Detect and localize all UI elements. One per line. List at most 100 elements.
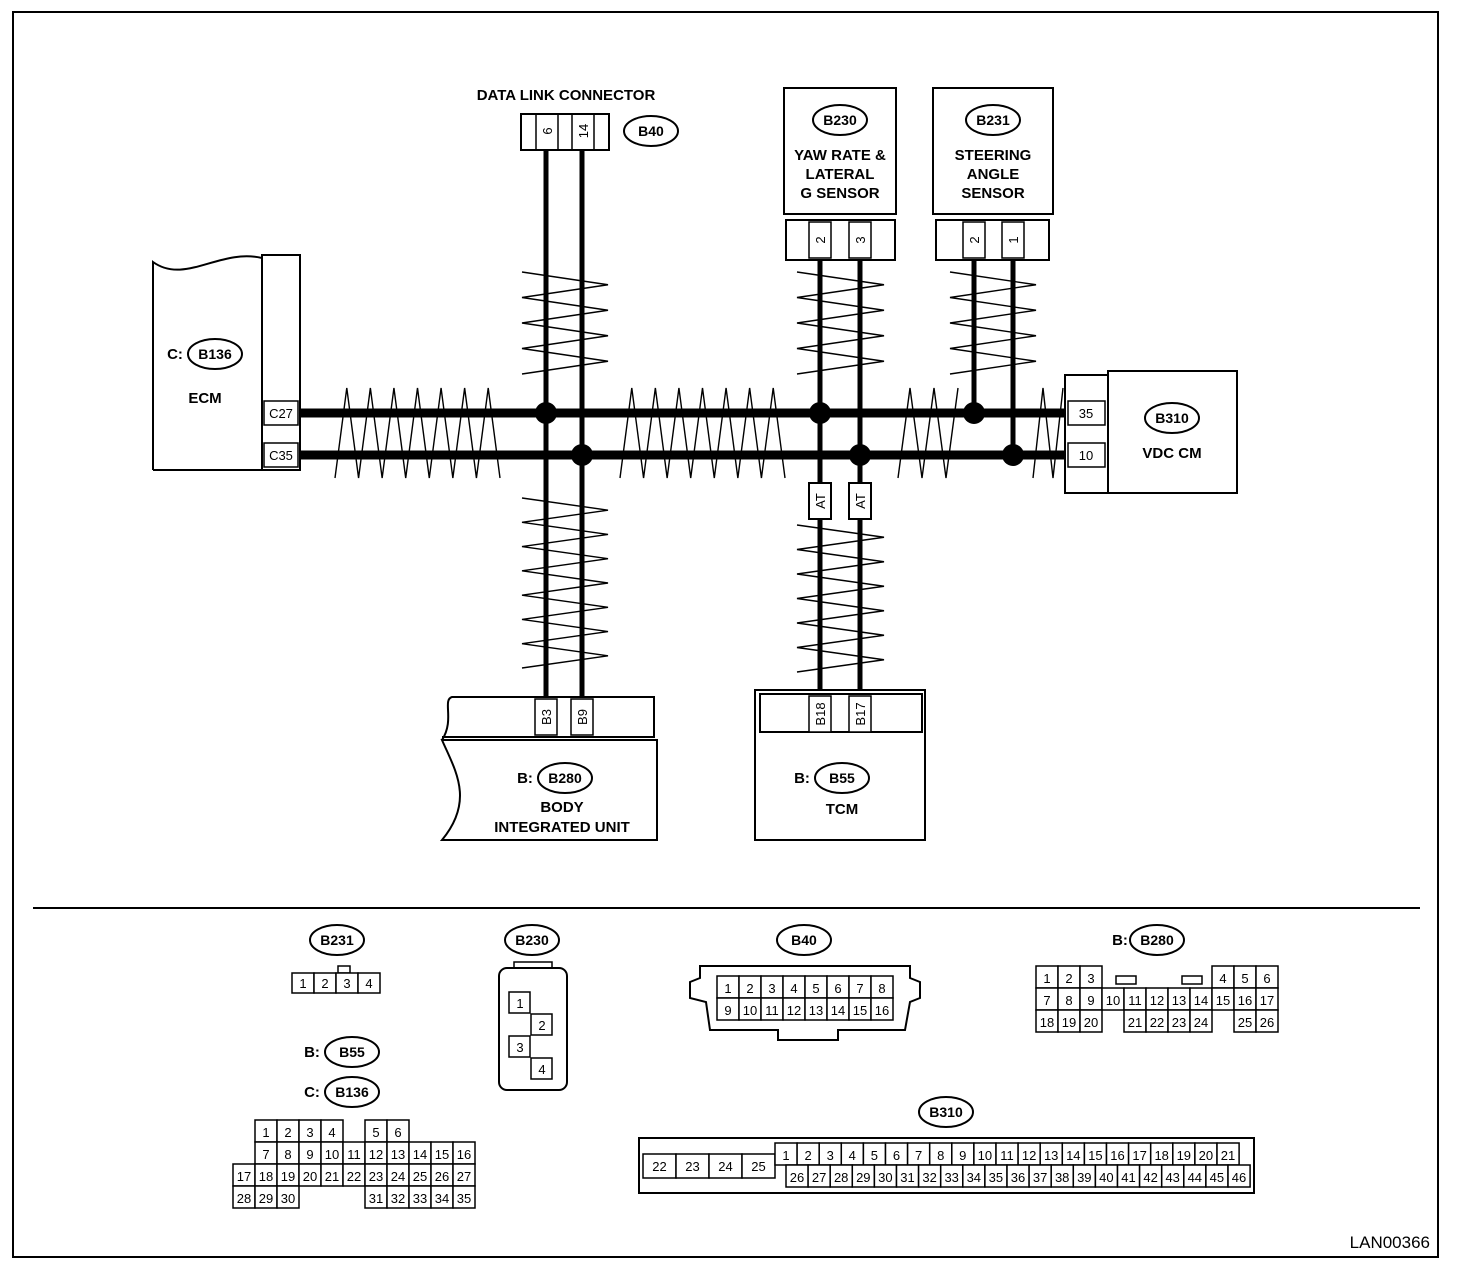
pin-label: 1 [782,1148,789,1163]
tcm-unit: B18 B17 B: B55 TCM [754,689,926,841]
pin-label: 3 [768,981,775,996]
pin-label: 14 [831,1003,845,1018]
pin-label: 34 [967,1170,981,1185]
svg-text:B9: B9 [575,709,590,725]
svg-text:B136: B136 [335,1084,369,1100]
svg-text:B230: B230 [515,932,549,948]
pin-label: 35 [457,1191,471,1206]
vdc-cm-unit: 35 10 B310 VDC CM [1064,370,1238,494]
junction-dot [1002,444,1024,466]
pin-label: 23 [685,1159,699,1174]
legend-b230: B230 1 2 3 4 [498,924,568,1091]
pin-label: 24 [391,1169,405,1184]
pin-label: 29 [856,1170,870,1185]
pin-label: 15 [853,1003,867,1018]
pin-label: 2 [804,1148,811,1163]
svg-text:G SENSOR: G SENSOR [800,185,879,202]
pin-label: 13 [391,1147,405,1162]
pin-label: 34 [435,1191,449,1206]
twist-marker [521,497,609,669]
pin-label: 22 [1150,1015,1164,1030]
svg-text:1: 1 [516,996,523,1011]
pin-label: 15 [1216,993,1230,1008]
pin-label: 38 [1055,1170,1069,1185]
svg-text:INTEGRATED UNIT: INTEGRATED UNIT [494,819,630,836]
pin-label: 27 [812,1170,826,1185]
pin-label: 8 [284,1147,291,1162]
svg-text:C:: C: [167,346,183,363]
pin-label: 1 [1043,971,1050,986]
branch-wires [543,150,1016,700]
pin-label: 36 [1011,1170,1025,1185]
pin-label: 3 [1087,971,1094,986]
pin-label: 31 [900,1170,914,1185]
pin-label: 19 [281,1169,295,1184]
svg-text:DATA LINK CONNECTOR: DATA LINK CONNECTOR [477,87,656,104]
pin-label: 3 [343,976,350,991]
pin-label: 46 [1232,1170,1246,1185]
pin-label: 4 [790,981,797,996]
pin-label: 7 [262,1147,269,1162]
junction-dots [535,402,1024,466]
svg-text:B:: B: [1112,932,1128,949]
svg-text:B:: B: [304,1044,320,1061]
pin-cell [1079,1009,1103,1033]
pin-label: 28 [834,1170,848,1185]
svg-text:B18: B18 [813,702,828,725]
svg-text:2: 2 [813,236,828,243]
svg-text:35: 35 [1079,406,1093,421]
junction-dot [571,444,593,466]
pin-label: 20 [1199,1148,1213,1163]
svg-text:B280: B280 [1140,932,1174,948]
pin-label: 21 [1128,1015,1142,1030]
at-tag: AT [808,482,832,520]
svg-text:YAW RATE &: YAW RATE & [794,147,886,164]
pin-label: 31 [369,1191,383,1206]
pin-label: 2 [284,1125,291,1140]
svg-text:B17: B17 [853,702,868,725]
pin-label: 9 [959,1148,966,1163]
svg-text:AT: AT [853,493,868,509]
data-link-connector: DATA LINK CONNECTOR 6 14 B40 [477,87,679,151]
junction-dot [963,402,985,424]
pin-label: 9 [724,1003,731,1018]
pin-label: 5 [372,1125,379,1140]
ecm-unit: C27 C35 C: B136 ECM [152,254,301,471]
junction-dot [535,402,557,424]
pin-label: 20 [1084,1015,1098,1030]
pin-label: 4 [849,1148,856,1163]
svg-text:1: 1 [1006,236,1021,243]
pin-label: 14 [1194,993,1208,1008]
diagram-frame [12,11,1439,1258]
pin-label: 1 [299,976,306,991]
pin-label: 6 [1263,971,1270,986]
svg-text:B:: B: [794,770,810,787]
pin-label: 15 [1088,1148,1102,1163]
svg-text:ANGLE: ANGLE [967,166,1020,183]
pin-label: 15 [435,1147,449,1162]
svg-text:B40: B40 [791,932,817,948]
pin-cell [741,1153,776,1179]
svg-text:4: 4 [538,1062,545,1077]
pin-label: 16 [1238,993,1252,1008]
pin-label: 12 [787,1003,801,1018]
twist-marker [334,387,501,479]
twist-marker [897,387,959,479]
svg-text:STEERING: STEERING [955,147,1032,164]
svg-text:B231: B231 [320,932,354,948]
pin-label: 1 [262,1125,269,1140]
pin-label: 30 [878,1170,892,1185]
pin-label: 26 [790,1170,804,1185]
pin-label: 10 [743,1003,757,1018]
pin-label: 12 [1150,993,1164,1008]
svg-text:6: 6 [540,127,555,134]
pin-label: 10 [325,1147,339,1162]
pin-label: 17 [237,1169,251,1184]
pin-cell [452,1185,476,1209]
svg-text:SENSOR: SENSOR [961,185,1025,202]
twist-marker [619,387,786,479]
pin-label: 25 [751,1159,765,1174]
